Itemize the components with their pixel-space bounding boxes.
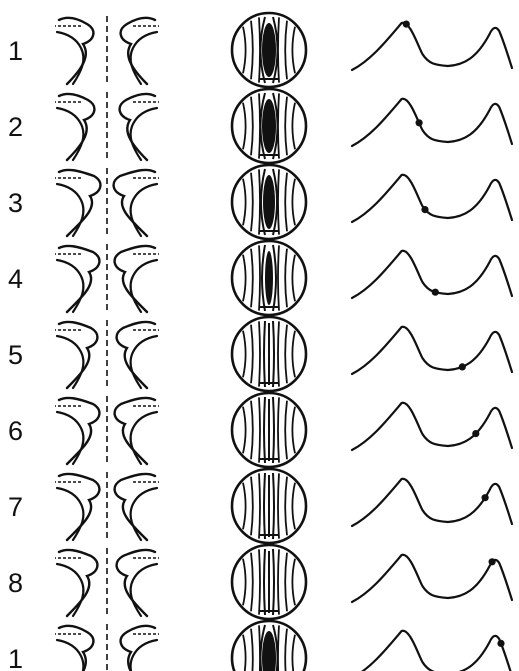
right-tract-wall [131, 640, 157, 671]
phase-marker [472, 430, 479, 437]
step-number: 4 [8, 264, 23, 294]
cycle-row: 3 [8, 165, 512, 239]
right-tract-wall [131, 564, 157, 616]
step-number: 3 [8, 188, 23, 218]
glottal-edge [273, 397, 274, 463]
fold-ridge [278, 397, 279, 462]
step-number: 1 [8, 644, 23, 671]
fold-ridge [259, 245, 260, 310]
left-tract-wall [57, 108, 83, 160]
cycle-row: 6 [8, 393, 512, 467]
flow-waveform [352, 175, 512, 222]
phase-marker [489, 558, 496, 565]
flow-waveform [352, 327, 512, 374]
cycle-row: 1 [8, 13, 512, 87]
phase-marker [459, 363, 466, 370]
phase-marker [482, 494, 489, 501]
glottal-opening [263, 175, 275, 229]
flow-waveform [352, 479, 512, 526]
cycle-row: 2 [8, 89, 512, 163]
right-vocal-fold [121, 18, 155, 84]
cycle-rows: 1 2 3 4 5 6 7 8 1 [8, 13, 512, 671]
phase-marker [432, 289, 439, 296]
left-tract-wall [57, 488, 83, 540]
flow-waveform [352, 23, 512, 70]
phase-marker [403, 21, 410, 28]
glottal-edge [264, 549, 265, 615]
flow-waveform [352, 403, 512, 450]
flow-waveform [352, 631, 512, 671]
right-tract-wall [131, 108, 157, 160]
right-vocal-fold [120, 94, 155, 160]
left-tract-wall [57, 336, 83, 388]
fold-ridge [278, 245, 279, 310]
left-tract-wall [57, 260, 83, 312]
flow-waveform [352, 555, 512, 602]
left-vocal-fold [59, 18, 93, 84]
phase-marker [421, 206, 428, 213]
left-tract-wall [57, 32, 83, 84]
glottal-edge [264, 321, 265, 387]
step-number: 1 [8, 36, 23, 66]
fold-ridge [259, 321, 260, 386]
right-tract-wall [131, 336, 157, 388]
fold-ridge [259, 397, 260, 462]
fold-ridge [278, 169, 279, 234]
fold-ridge [278, 473, 279, 538]
left-tract-wall [57, 640, 83, 671]
right-tract-wall [131, 412, 157, 464]
cycle-row: 8 [8, 545, 512, 619]
step-number: 2 [8, 112, 23, 142]
right-tract-wall [131, 32, 157, 84]
cycle-row: 1 [8, 621, 512, 671]
fold-ridge [259, 549, 260, 614]
left-tract-wall [57, 564, 83, 616]
fold-ridge [278, 549, 279, 614]
glottal-opening [262, 23, 276, 77]
phase-marker [416, 119, 423, 126]
left-tract-wall [57, 412, 83, 464]
cycle-row: 4 [8, 241, 512, 315]
step-number: 6 [8, 416, 23, 446]
left-vocal-fold [59, 94, 94, 160]
right-tract-wall [131, 488, 157, 540]
phase-marker [497, 640, 504, 647]
step-number: 8 [8, 568, 23, 598]
left-tract-wall [57, 184, 83, 236]
cycle-row: 5 [8, 317, 512, 391]
glottal-edge [273, 473, 274, 539]
fold-ridge [259, 473, 260, 538]
step-number: 5 [8, 340, 23, 370]
glottal-opening [265, 251, 273, 305]
right-tract-wall [131, 184, 157, 236]
glottal-opening [262, 99, 276, 153]
flow-waveform [352, 99, 512, 146]
cycle-row: 7 [8, 469, 512, 543]
fold-ridge [259, 169, 260, 234]
right-tract-wall [131, 260, 157, 312]
glottal-edge [273, 549, 274, 615]
glottal-edge [264, 473, 265, 539]
step-number: 7 [8, 492, 23, 522]
fold-ridge [278, 321, 279, 386]
glottal-edge [273, 321, 274, 387]
glottal-edge [264, 397, 265, 463]
